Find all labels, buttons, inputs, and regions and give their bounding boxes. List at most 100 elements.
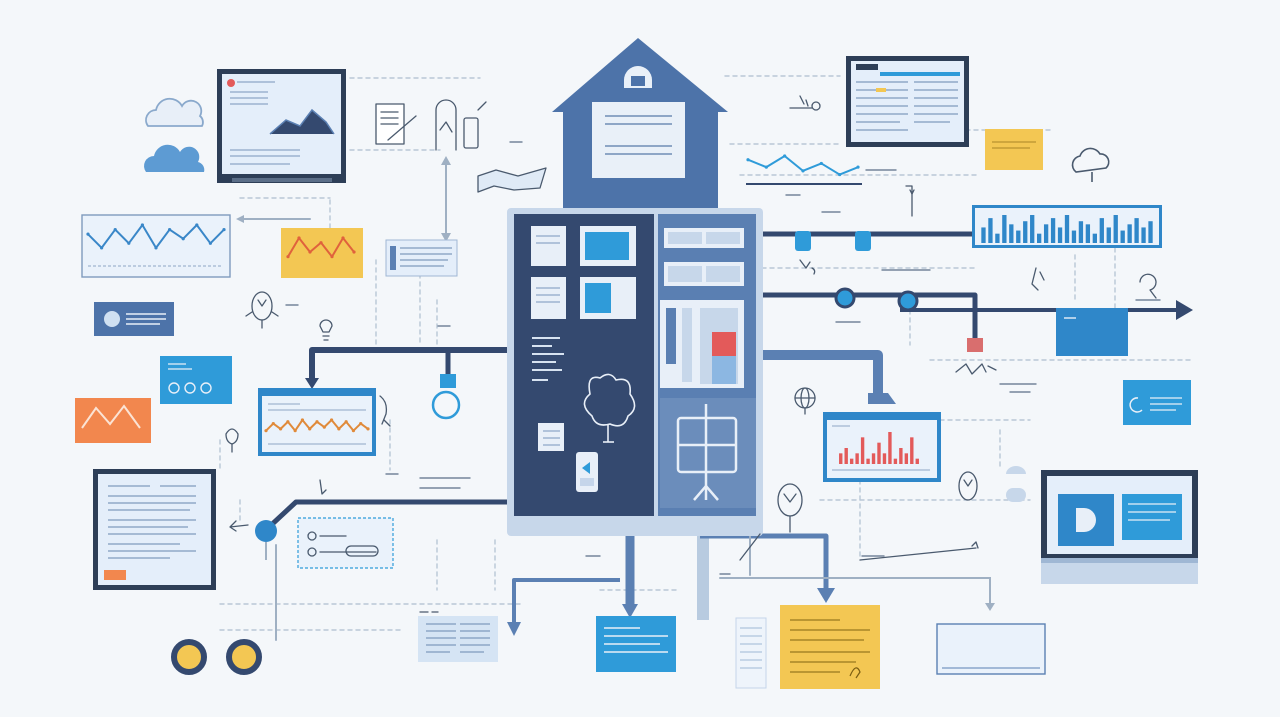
bar-chart-card-right xyxy=(972,205,1162,248)
bar xyxy=(1064,215,1070,243)
house-icon xyxy=(624,66,652,88)
line-chart-5 xyxy=(839,432,919,464)
data-point xyxy=(801,169,805,173)
sketch-card-left xyxy=(297,517,394,569)
data-point xyxy=(330,255,334,259)
line-chart-3 xyxy=(746,154,860,177)
ring-icons xyxy=(171,639,262,675)
bar xyxy=(882,453,887,464)
sketches-right xyxy=(739,95,1157,561)
bar xyxy=(871,453,876,464)
document-sketch-icon xyxy=(375,103,417,145)
bar xyxy=(995,233,1000,243)
data-point xyxy=(293,429,297,433)
data-point xyxy=(783,154,787,158)
data-point xyxy=(344,420,348,424)
bar xyxy=(839,453,843,464)
bar xyxy=(1009,224,1014,243)
scribble-marks xyxy=(285,141,1161,575)
bottom-yellow-card xyxy=(780,605,880,689)
line-chart-card-left xyxy=(81,214,231,278)
bar xyxy=(1092,233,1097,243)
orange-chart-card-left xyxy=(75,398,151,443)
data-point xyxy=(322,425,326,429)
data-point xyxy=(278,427,283,431)
data-point xyxy=(764,165,768,169)
bottom-sky-card xyxy=(596,616,676,672)
yellow-note-right xyxy=(985,129,1043,170)
data-point xyxy=(181,237,185,241)
data-point xyxy=(308,427,312,431)
data-point xyxy=(271,421,275,426)
bar xyxy=(849,458,854,464)
wave-chart-card-left xyxy=(258,388,376,456)
data-point xyxy=(113,227,117,232)
pipe-down-right xyxy=(700,533,835,603)
data-point xyxy=(297,236,301,240)
pipe-right-bend xyxy=(762,350,896,404)
tower-right-panels xyxy=(660,228,756,508)
spike-chart-bottom-right xyxy=(936,623,1046,675)
data-point xyxy=(746,158,750,162)
data-point xyxy=(315,420,319,424)
sketches-left xyxy=(225,99,547,613)
bar xyxy=(910,437,914,464)
data-point xyxy=(300,418,305,422)
cloud-icon xyxy=(145,97,204,127)
bar xyxy=(1037,233,1042,243)
bar xyxy=(1016,230,1021,243)
bar xyxy=(1113,215,1118,243)
data-point xyxy=(286,420,290,424)
bar xyxy=(1134,218,1139,243)
bar xyxy=(866,458,870,464)
central-server-tower xyxy=(507,208,763,536)
bar xyxy=(1043,224,1049,243)
bar-chart-4 xyxy=(981,215,1153,243)
data-point xyxy=(86,232,90,236)
pipe-connectors xyxy=(229,156,1193,641)
cloud-icon xyxy=(144,144,205,172)
lightbulb-icon xyxy=(319,319,333,341)
mountain-chart-right xyxy=(746,154,862,185)
data-point xyxy=(264,429,268,433)
line-chart-1 xyxy=(286,236,356,259)
bar xyxy=(1071,230,1077,243)
globe-icon xyxy=(794,387,816,415)
bar xyxy=(877,442,881,464)
data-point xyxy=(286,255,290,259)
pipe-down-left xyxy=(507,578,620,636)
bar xyxy=(904,453,909,464)
bar xyxy=(1078,221,1084,243)
pipe-left-upper xyxy=(305,347,512,389)
guide-lines xyxy=(219,75,1191,631)
pipe-right-top xyxy=(762,231,972,251)
sky-card-right xyxy=(1123,380,1191,425)
data-point xyxy=(319,241,323,245)
bar xyxy=(1099,218,1104,243)
blue-label-card-right xyxy=(1056,308,1128,356)
data-point xyxy=(154,246,158,250)
data-point xyxy=(140,223,144,227)
pipe-right-arrow xyxy=(762,287,1193,352)
central-house xyxy=(552,38,728,214)
bar xyxy=(1106,227,1111,243)
bar xyxy=(988,218,993,243)
bottom-left-doc-card xyxy=(418,616,498,662)
data-point xyxy=(329,418,334,422)
bar xyxy=(855,453,859,464)
monitor-card-top-right xyxy=(846,56,969,147)
tower-left-panels xyxy=(531,226,636,492)
bar xyxy=(844,448,848,464)
bar xyxy=(899,448,903,464)
cloud-icon xyxy=(1071,147,1110,182)
bar xyxy=(893,458,898,464)
bar xyxy=(1050,218,1056,243)
bar xyxy=(1148,221,1153,243)
data-point xyxy=(127,241,131,245)
bar xyxy=(981,227,986,243)
data-point xyxy=(337,427,341,431)
pipe-left-lower xyxy=(229,499,512,560)
document-monitor-left xyxy=(93,469,216,590)
